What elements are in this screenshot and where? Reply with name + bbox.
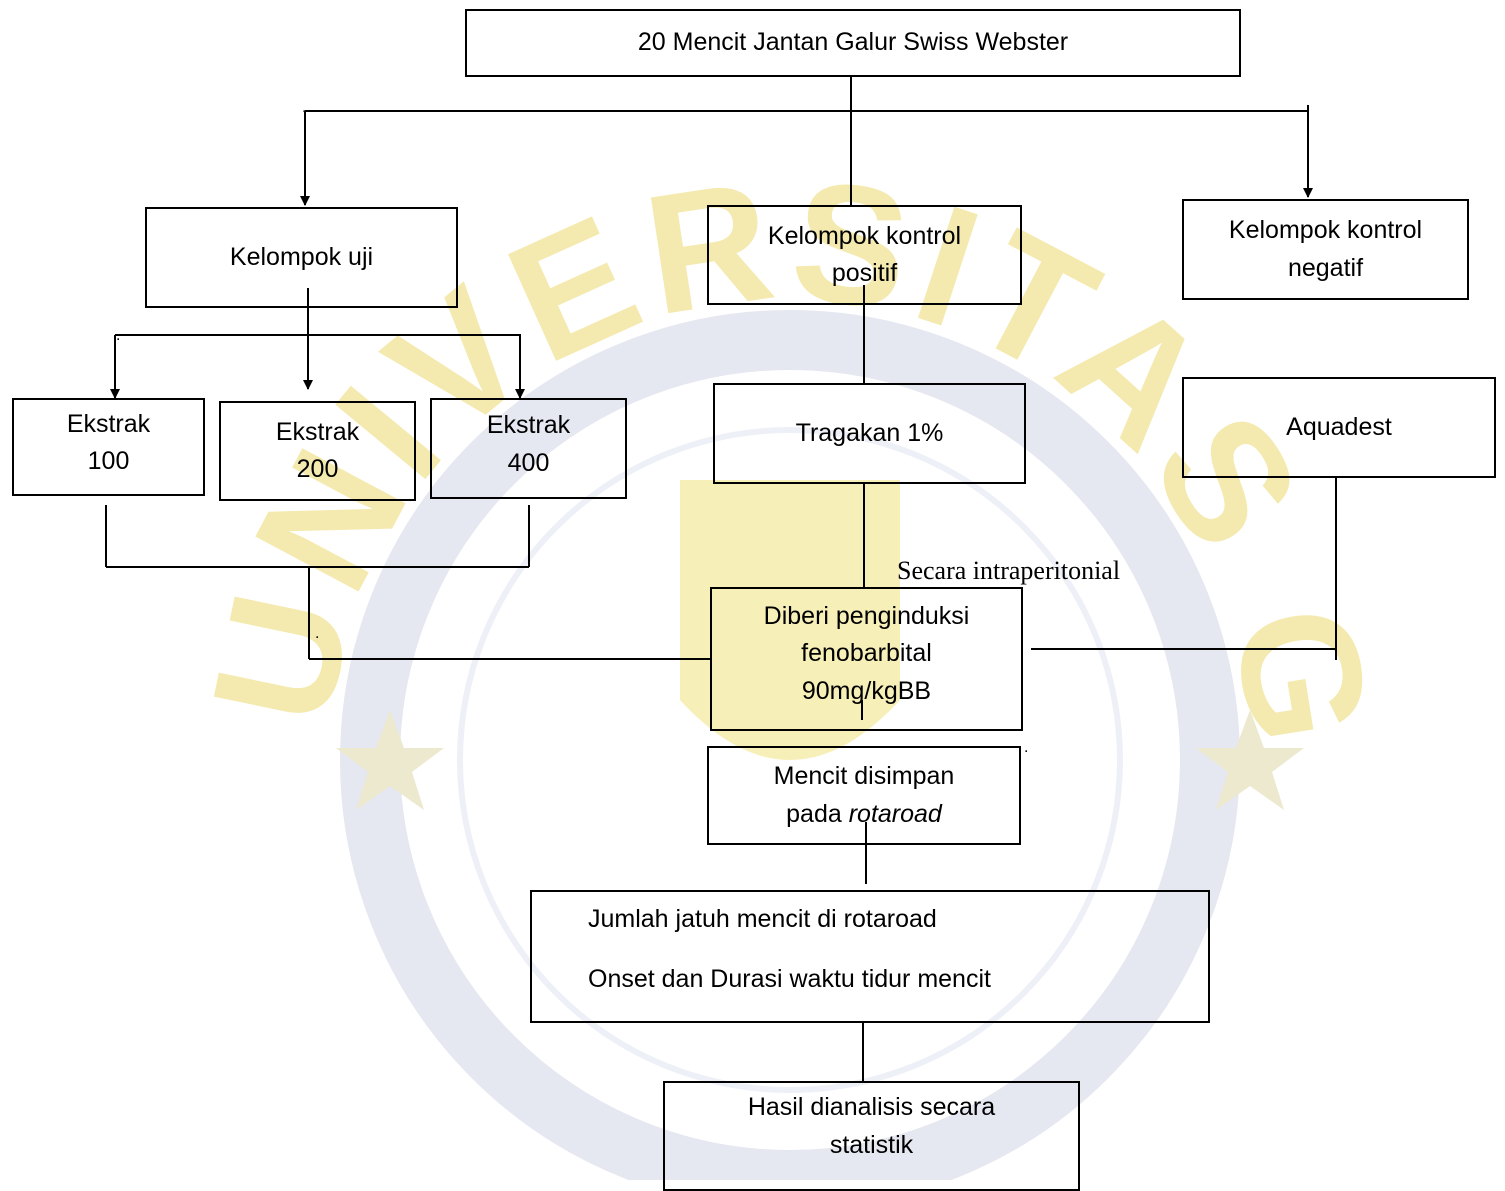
kontrol-negatif-label-2: negatif (1287, 253, 1364, 282)
kelompok-uji-node: Kelompok uji (145, 207, 458, 308)
ekstrak-200-node: Ekstrak 200 (219, 401, 416, 501)
ekstrak-400-node: Ekstrak 400 (430, 398, 627, 499)
kontrol-negatif-node: Kelompok kontrol negatif (1182, 199, 1469, 300)
rotaroad-label-2: pada rotaroad (786, 796, 942, 834)
kontrol-positif-label-1: Kelompok kontrol (767, 221, 962, 250)
root-node: 20 Mencit Jantan Galur Swiss Webster (465, 9, 1241, 77)
rotaroad-label-2b-italic: rotaroad (848, 799, 942, 828)
rotaroad-label-1: Mencit disimpan (773, 762, 955, 790)
rotaroad-node: Mencit disimpan pada rotaroad (707, 746, 1021, 845)
tragakan-label: Tragakan 1% (795, 418, 944, 447)
kontrol-positif-node: Kelompok kontrol positif (707, 205, 1022, 305)
induksi-label-2: fenobarbital (801, 639, 932, 668)
ekstrak-400-label-2: 400 (507, 448, 550, 477)
aquadest-node: Aquadest (1182, 377, 1496, 478)
ekstrak-200-label-1: Ekstrak (275, 417, 360, 446)
root-label: 20 Mencit Jantan Galur Swiss Webster (637, 28, 1069, 57)
tragakan-node: Tragakan 1% (713, 383, 1026, 484)
stray-mark: . (315, 625, 320, 642)
aquadest-label: Aquadest (1286, 413, 1392, 441)
hasil-ukur-label-1: Jumlah jatuh mencit di rotaroad (588, 905, 937, 933)
intraperitoneal-note: Secara intraperitonial (897, 556, 1121, 585)
stray-mark: . (1024, 739, 1029, 756)
ekstrak-200-label-2: 200 (296, 455, 339, 483)
analisis-label-2: statistik (829, 1130, 914, 1159)
analisis-label-1: Hasil dianalisis secara (747, 1093, 996, 1121)
rotaroad-label-2a: pada (786, 799, 849, 828)
induksi-label-1: Diberi penginduksi (763, 601, 970, 630)
kelompok-uji-label: Kelompok uji (229, 242, 374, 271)
ekstrak-100-label-1: Ekstrak (66, 409, 151, 438)
ekstrak-400-label-1: Ekstrak (486, 411, 571, 439)
stray-mark: . (116, 327, 121, 344)
ekstrak-100-label-2: 100 (87, 447, 130, 475)
hasil-ukur-label-2: Onset dan Durasi waktu tidur mencit (588, 965, 991, 993)
stray-mark: . (302, 99, 307, 116)
induksi-node: Diberi penginduksi fenobarbital 90mg/kgB… (710, 587, 1023, 731)
kontrol-positif-label-2: positif (831, 259, 898, 287)
kontrol-negatif-label-1: Kelompok kontrol (1228, 216, 1423, 244)
induksi-label-3: 90mg/kgBB (801, 676, 932, 705)
hasil-pengukuran-node: Jumlah jatuh mencit di rotaroad Onset da… (530, 890, 1210, 1023)
ekstrak-100-node: Ekstrak 100 (12, 398, 205, 496)
